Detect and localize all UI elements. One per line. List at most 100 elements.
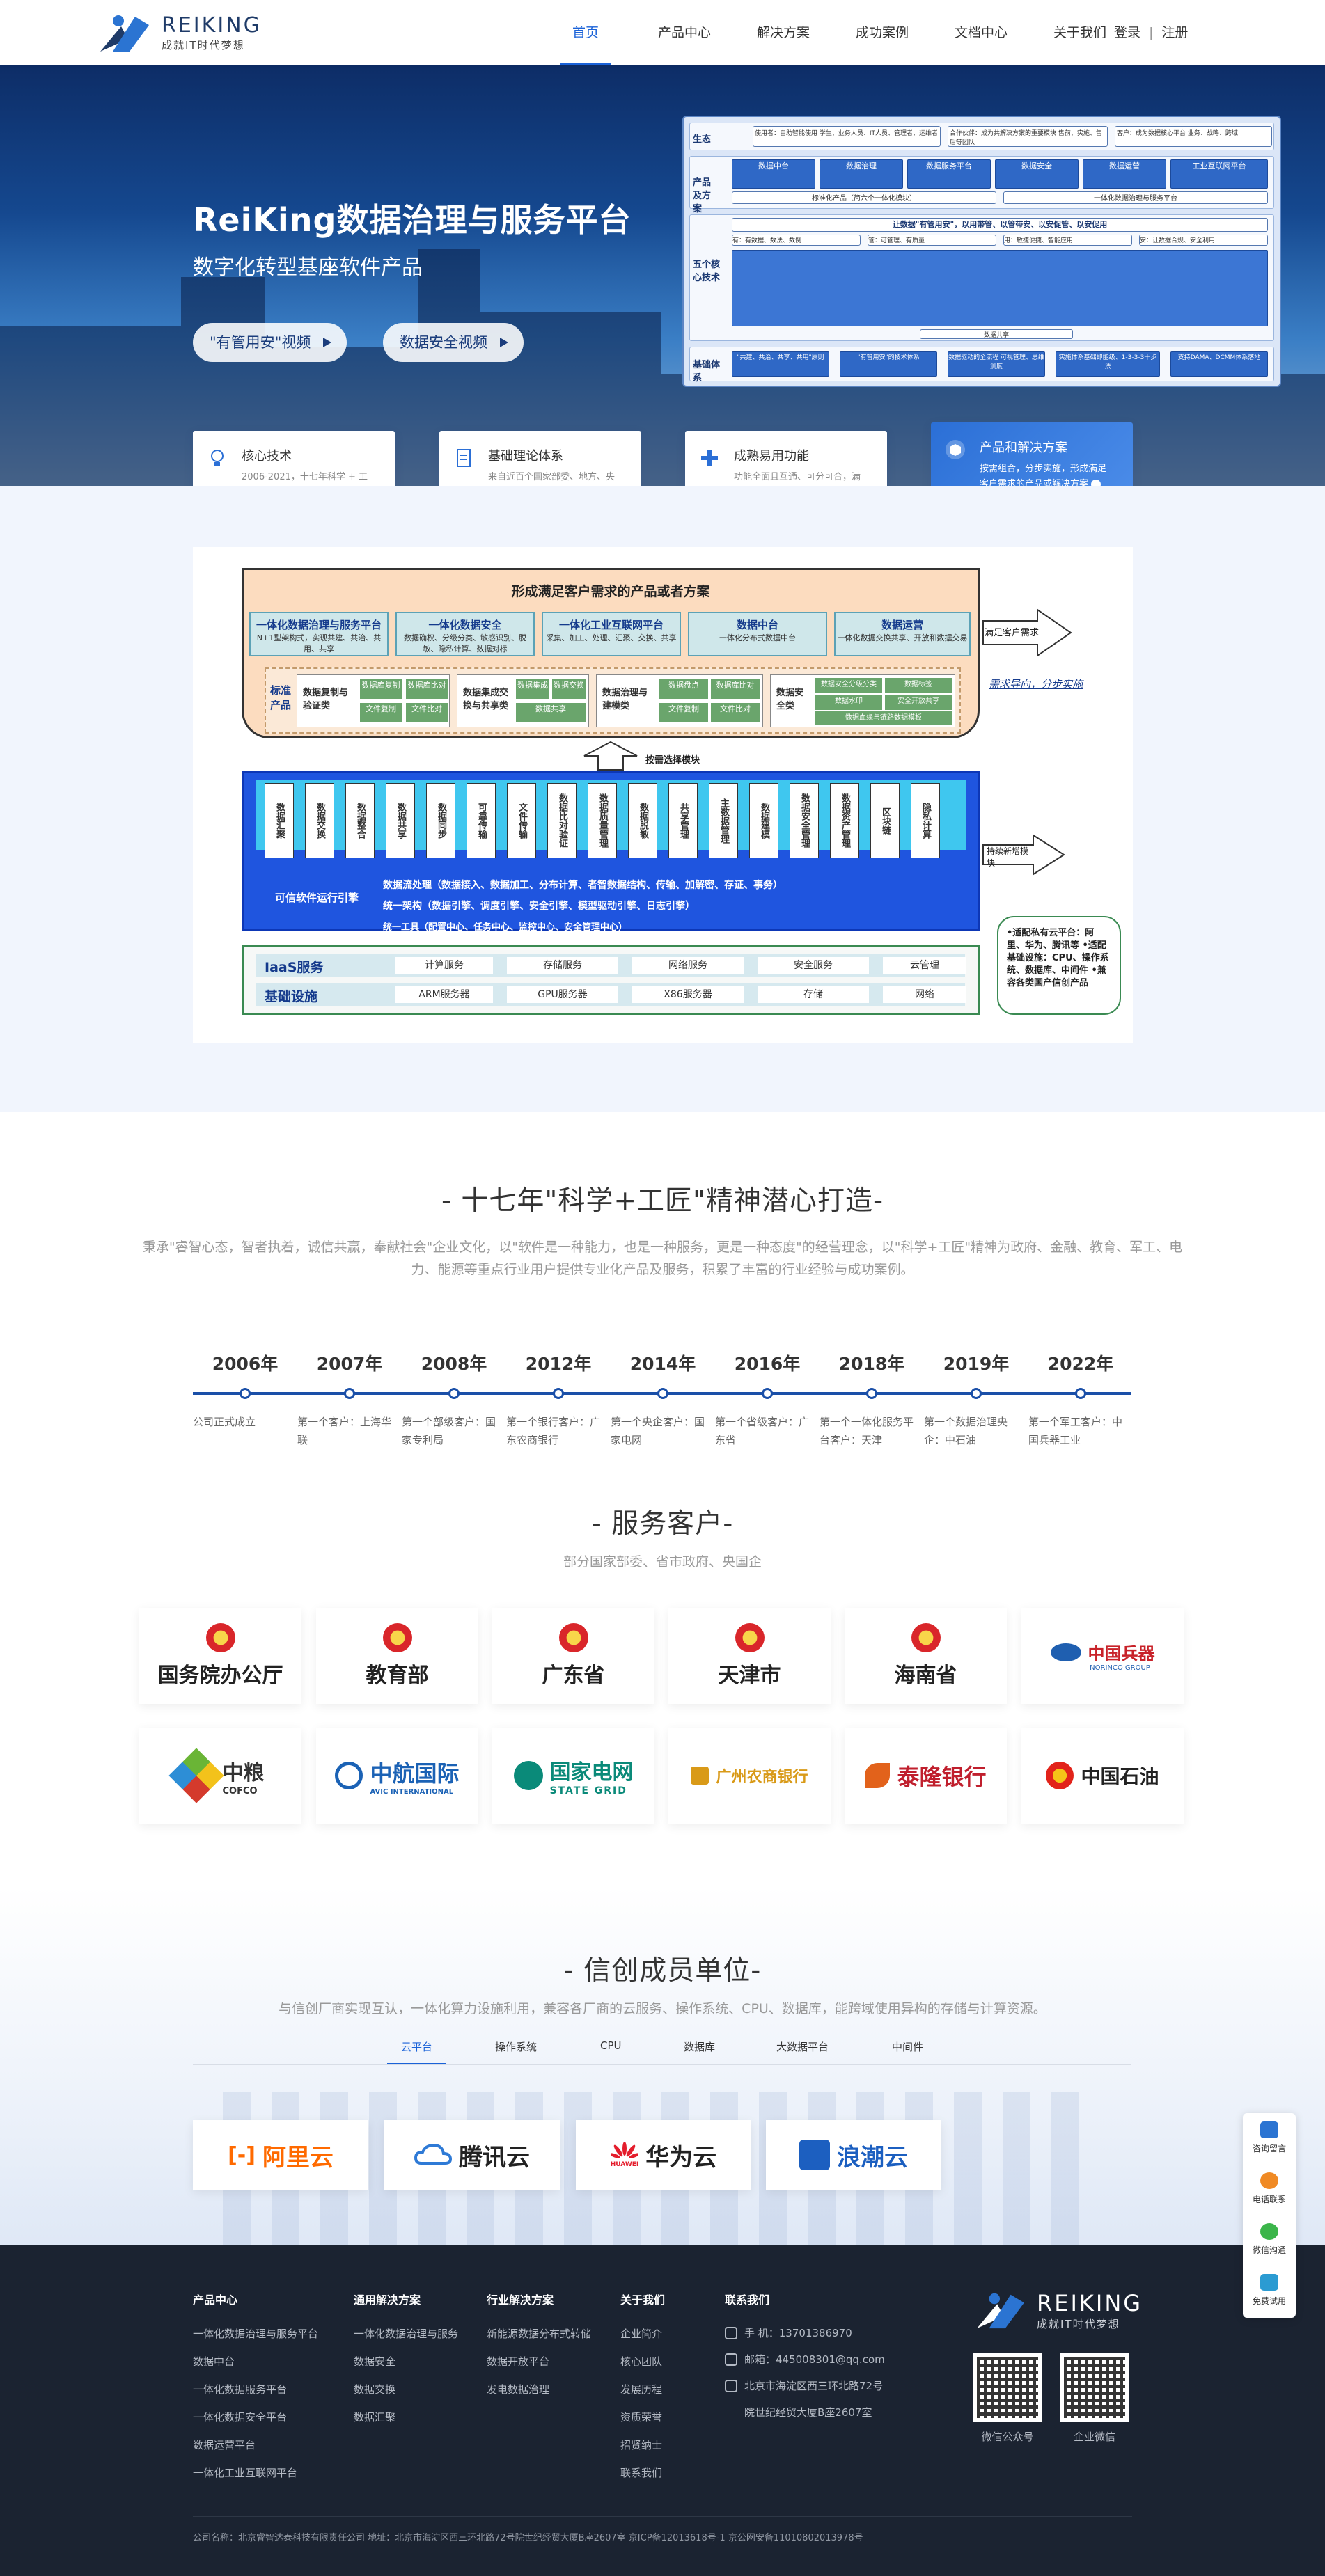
diagram-base-chip: "共建、共治、共享、共用"原则 [732,351,829,377]
client-card[interactable]: 泰隆银行 [845,1728,1007,1824]
footer-link[interactable]: 新能源数据分布式转储 [487,2328,592,2340]
timeline-event: 第一个省级客户：广东省 [715,1416,810,1446]
partner-aliyun[interactable]: [-]阿里云 [193,2120,368,2190]
footer-link[interactable]: 联系我们 [620,2467,663,2479]
client-card[interactable]: 教育部 [316,1608,478,1704]
tab-cpu[interactable]: CPU [600,2039,622,2052]
tab-os[interactable]: 操作系统 [495,2041,538,2053]
diagram-core-block [732,250,1268,326]
footer-link[interactable]: 企业简介 [620,2328,663,2340]
nav-docs[interactable]: 文档中心 [954,25,1008,40]
flow-line: 统一工具（配置中心、任务中心、监控中心、安全管理中心） [383,922,628,933]
tab-database[interactable]: 数据库 [684,2041,716,2053]
footer-link[interactable]: 发展历程 [620,2383,663,2396]
video-button-1[interactable]: "有管用安"视频 [193,323,347,362]
timeline-event: 第一个银行客户：广东农商银行 [506,1416,601,1446]
timeline-event: 公司正式成立 [193,1416,256,1428]
nav-home[interactable]: 首页 [536,0,635,65]
video-button-2-label: 数据安全视频 [400,334,487,351]
architecture-diagram: 形成满足客户需求的产品或者方案 一体化数据治理与服务平台 N+1型架构式，实现共… [193,547,1133,1043]
timeline-event: 第一个央企客户：国家电网 [611,1416,705,1446]
play-icon [500,338,508,347]
footer-link[interactable]: 发电数据治理 [487,2383,550,2396]
lightbulb-icon [211,450,224,466]
engine-label: 可信软件运行引擎 [274,892,359,904]
module-bar: 数据比对验证 [547,783,577,858]
timeline-year: 2016年 [734,1354,801,1374]
norinco-icon [1050,1643,1081,1661]
document-icon [1260,2274,1278,2291]
huawei-sub: HUAWEI [610,2161,639,2168]
contact-address: 北京市海淀区西三环北路72号 [744,2380,884,2392]
login-link[interactable]: 登录 [1114,25,1141,40]
tab-bigdata[interactable]: 大数据平台 [776,2041,829,2053]
footer-link[interactable]: 数据运营平台 [193,2439,256,2451]
diagram-row-label: 产品及方案 [693,177,712,214]
footer-link[interactable]: 数据中台 [193,2355,235,2368]
footer-link[interactable]: 一体化数据服务平台 [193,2383,288,2396]
national-emblem-icon [735,1623,765,1652]
client-card[interactable]: 天津市 [668,1608,831,1704]
footer-link[interactable]: 数据交换 [354,2383,396,2396]
cofco-icon [168,1748,224,1803]
footer-link[interactable]: 一体化数据治理与服务平台 [193,2328,319,2340]
float-trial[interactable]: 免费试用 [1243,2266,1296,2316]
contact-phone: 手 机：13701386970 [744,2327,852,2339]
tab-cloud[interactable]: 云平台 [386,2041,447,2064]
footer-link[interactable]: 数据汇聚 [354,2411,396,2424]
float-message[interactable]: 咨询留言 [1243,2113,1296,2164]
footer-logo[interactable]: REIKING 成就IT时代梦想 [971,2289,1143,2331]
footer-link[interactable]: 一体化数据安全平台 [193,2411,288,2424]
footer-link[interactable]: 资质荣誉 [620,2411,663,2424]
module-bar: 数据质量管理 [588,783,617,858]
tab-middleware[interactable]: 中间件 [892,2041,924,2053]
diagram-slogan: 让数据"有管用安"，以用带管、以管带安、以安促管、以安促用 [732,218,1268,232]
iaas-cell: 安全服务 [758,957,869,974]
footer-link[interactable]: 一体化数据治理与服务 [354,2328,459,2340]
timeline-event: 第一个部级客户：国家专利局 [402,1416,496,1446]
float-phone[interactable]: 电话联系 [1243,2164,1296,2215]
nav-cases[interactable]: 成功案例 [855,25,909,40]
floating-contact-bar: 咨询留言 电话联系 微信沟通 免费试用 [1243,2113,1296,2318]
iaas-row: IaaS服务 计算服务 存储服务 网络服务 安全服务 云管理 [256,954,966,977]
client-card[interactable]: 广州农商银行 [668,1728,831,1824]
footer-link[interactable]: 核心团队 [620,2355,663,2368]
timeline-year: 2012年 [525,1354,592,1374]
partner-inspur[interactable]: 浪潮云 [766,2120,941,2190]
footer-link[interactable]: 数据安全 [354,2355,396,2368]
client-card[interactable]: 国务院办公厅 [139,1608,301,1704]
iaas-label: IaaS服务 [265,960,324,975]
timeline-dot [971,1388,982,1399]
infra-cell: ARM服务器 [395,986,493,1003]
avic-icon [335,1762,363,1789]
module-bar: 数据交换 [305,783,334,858]
client-card[interactable]: 海南省 [845,1608,1007,1704]
video-button-2[interactable]: 数据安全视频 [383,323,524,362]
partner-huawei[interactable]: HUAWEI 华为云 [576,2120,751,2190]
logo[interactable]: REIKING 成就IT时代梦想 [97,8,265,57]
partner-tabs: 云平台 操作系统 CPU 数据库 大数据平台 中间件 [0,2039,1325,2064]
tab-underline [193,2064,1131,2065]
footer-link[interactable]: 一体化工业互联网平台 [193,2467,298,2479]
infra-cell: GPU服务器 [507,986,618,1003]
footer-link[interactable]: 招贤纳士 [620,2439,663,2451]
register-link[interactable]: 注册 [1161,25,1189,40]
client-card[interactable]: 中国石油 [1021,1728,1184,1824]
client-card[interactable]: 广东省 [492,1608,654,1704]
arch-solution-cell: 一体化数据治理与服务平台 N+1型架构式，实现共建、共治、共用、共享 [249,612,389,656]
partner-tencent[interactable]: 腾讯云 [384,2120,560,2190]
nav-products[interactable]: 产品中心 [657,25,711,40]
float-wechat[interactable]: 微信沟通 [1243,2215,1296,2266]
arch-infra-block: IaaS服务 计算服务 存储服务 网络服务 安全服务 云管理 基础设施 ARM服… [242,945,980,1015]
diagram-product-row: 产品及方案 数据中台 数据治理 数据服务平台 数据安全 数据运营 工业互联网平台… [689,156,1274,214]
nav-about[interactable]: 关于我们 [1053,25,1106,40]
footer-link[interactable]: 数据开放平台 [487,2355,550,2368]
client-card[interactable]: 中国兵器 NORINCO GROUP [1021,1608,1184,1704]
wechat-qr [973,2353,1042,2422]
diagram-pillar: 用：敏捷便捷、智能应用 [1003,235,1132,246]
nav-solutions[interactable]: 解决方案 [756,25,810,40]
tencent-cloud-icon [414,2143,452,2165]
